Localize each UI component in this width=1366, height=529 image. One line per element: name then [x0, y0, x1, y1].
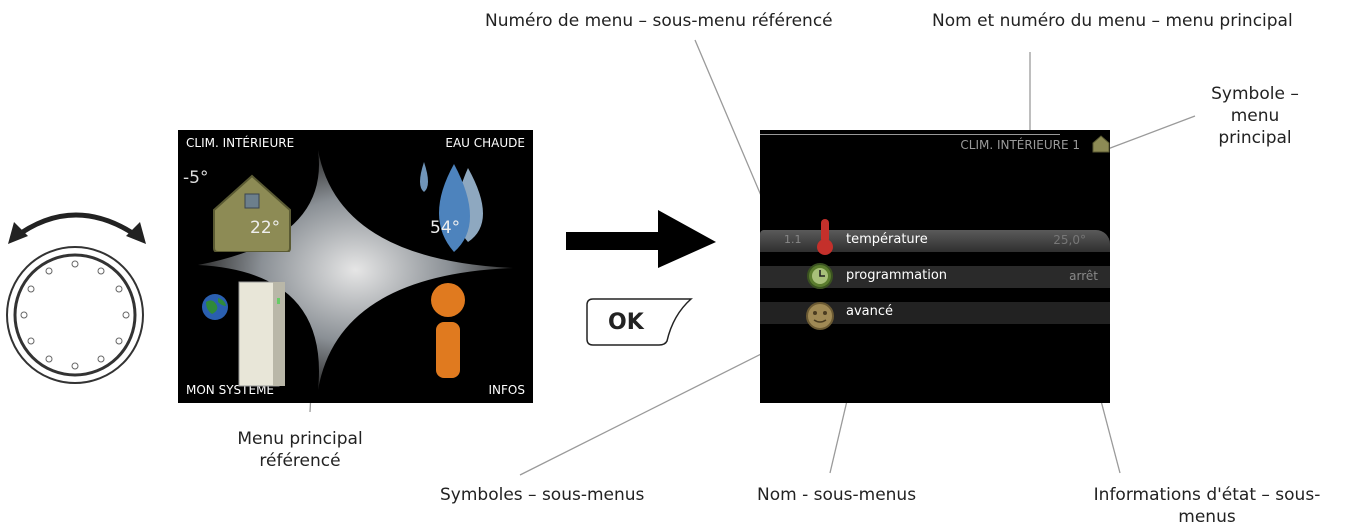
menu-row-name: température	[846, 232, 928, 247]
house-temp: 22°	[250, 218, 281, 238]
menu-row-name: avancé	[846, 304, 894, 319]
menu-row-state: arrêt	[1069, 269, 1098, 283]
outdoor-temp: -5°	[183, 168, 209, 188]
callout-state-info-line1: Informations d'état – sous-	[1093, 485, 1321, 505]
main-menu-screen: CLIM. INTÉRIEURE EAU CHAUDE MON SYSTÈME …	[178, 130, 533, 403]
globe-icon	[202, 294, 228, 320]
callout-symbol-main-line2: menu	[1230, 106, 1280, 126]
submenu-header: CLIM. INTÉRIEURE 1	[960, 138, 1080, 152]
callout-symbol-main: Symbole – menu principal	[1190, 83, 1320, 149]
house-icon	[213, 174, 291, 252]
info-icon	[431, 283, 465, 378]
header-divider	[760, 134, 1060, 135]
menu-row-programmation[interactable]: programmation arrêt	[760, 266, 1110, 288]
house-small-icon	[1092, 135, 1110, 153]
callout-symbol-main-line1: Symbole –	[1211, 84, 1299, 104]
screen-star-divider	[198, 150, 513, 390]
menu-row-temperature[interactable]: 1.1 température 25,0°	[760, 230, 1110, 252]
gear-face-icon	[806, 302, 834, 330]
water-temp: 54°	[430, 218, 461, 238]
callout-symbol-main-line3: principal	[1218, 128, 1292, 148]
menu-row-name: programmation	[846, 268, 948, 283]
callout-submenu-number: Numéro de menu – sous-menu référencé	[485, 11, 833, 31]
menu-row-avance[interactable]: avancé	[760, 302, 1110, 324]
callout-state-info-line2: menus	[1178, 507, 1236, 527]
callout-main-menu-line1: Menu principal	[237, 429, 363, 449]
dial-icon[interactable]	[0, 200, 160, 390]
callout-state-info: Informations d'état – sous- menus	[1068, 484, 1346, 528]
ok-button[interactable]	[585, 297, 695, 347]
arrow-right-icon	[566, 210, 716, 268]
callout-menu-name-number: Nom et numéro du menu – menu principal	[932, 11, 1293, 31]
submenu-screen: CLIM. INTÉRIEURE 1 1.1 température 25,0°…	[760, 130, 1110, 403]
callout-main-menu: Menu principal référencé	[215, 428, 385, 472]
clock-icon	[807, 263, 833, 289]
heat-pump-icon	[238, 281, 285, 387]
menu-row-state: 25,0°	[1053, 233, 1086, 247]
thermometer-icon	[817, 219, 833, 255]
ok-button-label: OK	[608, 310, 644, 335]
callout-symbols-submenus: Symboles – sous-menus	[440, 485, 645, 505]
menu-row-number: 1.1	[784, 233, 802, 246]
screen-label-infos[interactable]: INFOS	[488, 383, 525, 397]
callout-main-menu-line2: référencé	[259, 451, 341, 471]
water-drops-icon	[420, 162, 483, 252]
callout-name-submenus: Nom - sous-menus	[757, 485, 917, 505]
screen-label-eau[interactable]: EAU CHAUDE	[445, 136, 525, 150]
screen-label-clim[interactable]: CLIM. INTÉRIEURE	[186, 136, 295, 150]
